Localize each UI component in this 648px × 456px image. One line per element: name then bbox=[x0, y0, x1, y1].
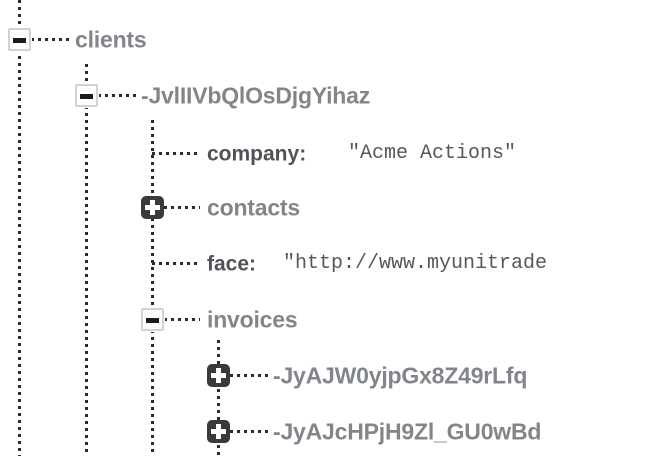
tree-node-label: invoices bbox=[207, 306, 298, 332]
tree-node-label: clients bbox=[75, 26, 147, 52]
indent-guide-level-1 bbox=[85, 64, 88, 456]
indent-guide-level-3 bbox=[217, 340, 220, 456]
expander-toggle-plus-icon[interactable] bbox=[141, 196, 164, 219]
row-connector bbox=[164, 206, 200, 209]
tree-node-label: -JyAJW0yjpGx8Z49rLfq bbox=[273, 362, 528, 388]
minus-bar bbox=[13, 38, 26, 43]
tree-node-label: -JyAJcHPjH9Zl_GU0wBd bbox=[273, 418, 542, 444]
row-connector bbox=[152, 262, 200, 265]
leaf-key: face: bbox=[207, 252, 257, 275]
tree-row[interactable]: clients bbox=[0, 12, 648, 67]
tree-row[interactable]: contacts bbox=[0, 180, 648, 235]
minus-bar bbox=[146, 318, 159, 323]
expander-toggle-minus-icon[interactable] bbox=[141, 308, 164, 331]
tree-row[interactable]: -JyAJcHPjH9Zl_GU0wBd bbox=[0, 404, 648, 456]
indent-guide-level-2 bbox=[151, 120, 154, 456]
tree-row[interactable]: company: "Acme Actions" bbox=[0, 126, 648, 181]
tree-row[interactable]: -JyAJW0yjpGx8Z49rLfq bbox=[0, 348, 648, 403]
tree-row[interactable]: invoices bbox=[0, 292, 648, 347]
leaf-value: "http://www.myunitrade bbox=[283, 251, 548, 275]
expander-toggle-minus-icon[interactable] bbox=[8, 28, 31, 51]
row-connector bbox=[152, 152, 200, 155]
tree-row[interactable]: face: "http://www.myunitrade bbox=[0, 236, 648, 291]
row-connector bbox=[230, 374, 268, 377]
expander-toggle-plus-icon[interactable] bbox=[207, 420, 230, 443]
row-connector bbox=[31, 38, 69, 41]
row-connector bbox=[230, 430, 268, 433]
row-connector bbox=[164, 318, 200, 321]
expander-toggle-plus-icon[interactable] bbox=[207, 364, 230, 387]
row-connector bbox=[98, 94, 136, 97]
leaf-value: "Acme Actions" bbox=[348, 141, 517, 165]
plus-bar-vertical bbox=[150, 200, 155, 215]
tree-node-label: -JvlIIVbQlOsDjgYihaz bbox=[141, 82, 371, 108]
plus-bar-vertical bbox=[216, 368, 221, 383]
indent-guide-level-0 bbox=[18, 0, 21, 456]
minus-bar bbox=[80, 94, 93, 99]
expander-toggle-minus-icon[interactable] bbox=[75, 84, 98, 107]
tree-row[interactable]: -JvlIIVbQlOsDjgYihaz bbox=[0, 68, 648, 123]
plus-bar-vertical bbox=[216, 424, 221, 439]
leaf-key: company: bbox=[207, 142, 307, 165]
tree-node-label: contacts bbox=[207, 194, 300, 220]
